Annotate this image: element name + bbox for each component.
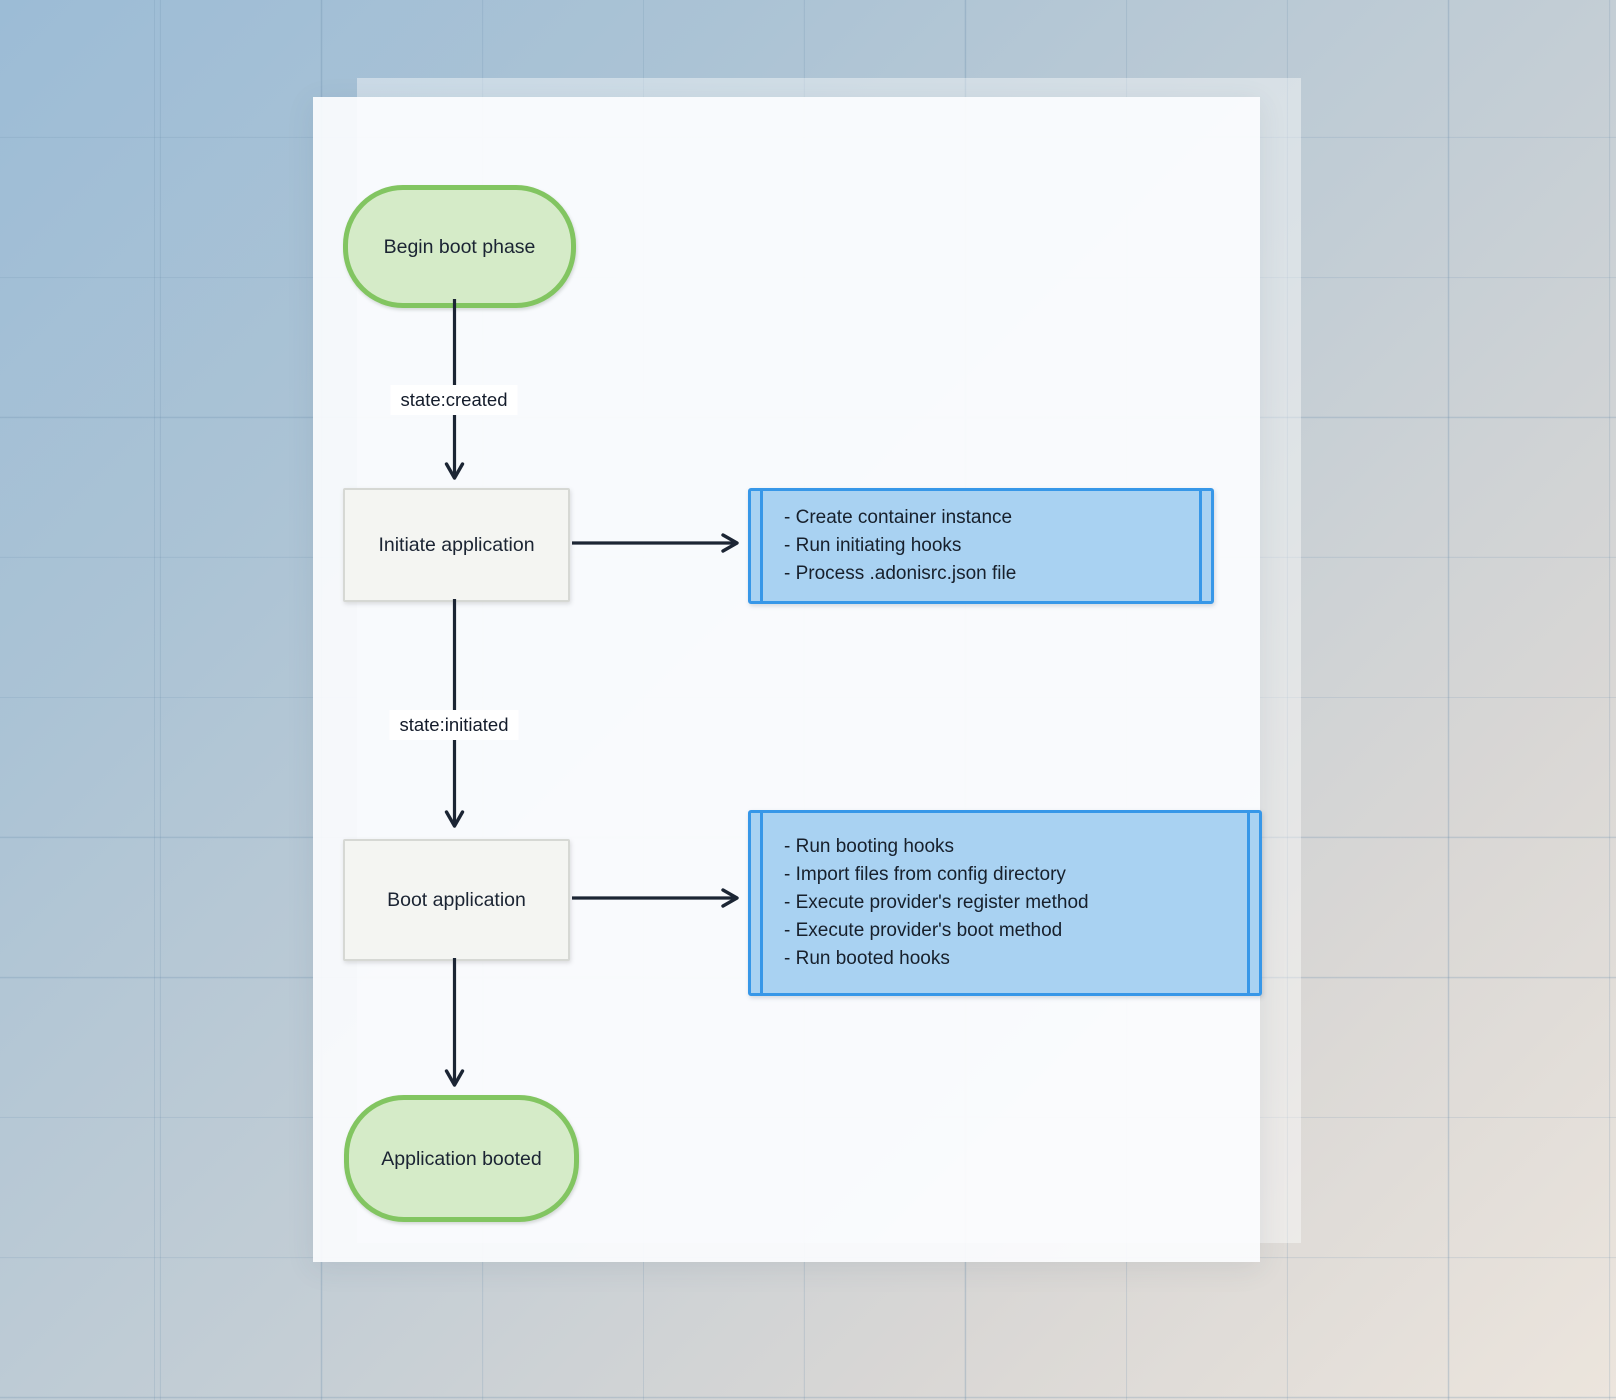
task-item: - Run initiating hooks	[784, 535, 962, 556]
task-item: - Run booting hooks	[784, 836, 955, 857]
task-box-initiate-steps: - Create container instance - Run initia…	[748, 488, 1214, 604]
task-item: - Execute provider's register method	[784, 892, 1089, 913]
arrow-boot-to-tasks	[572, 888, 739, 908]
node-label: Begin boot phase	[383, 235, 536, 258]
node-boot-application: Boot application	[343, 839, 570, 961]
task-item: - Process .adonisrc.json file	[784, 563, 1017, 584]
task-item: - Import files from config directory	[784, 864, 1066, 885]
arrow-initiate-to-tasks	[572, 533, 739, 553]
node-label: Initiate application	[378, 534, 535, 556]
page-card: Begin boot phase state:created Initiate …	[313, 97, 1262, 1262]
node-application-booted: Application booted	[344, 1095, 579, 1222]
edge-label-state-initiated: state:initiated	[389, 710, 519, 740]
arrow-boot-to-booted	[444, 958, 465, 1087]
task-box-boot-steps: - Run booting hooks - Import files from …	[748, 810, 1262, 996]
node-label: Boot application	[387, 889, 526, 911]
task-item: - Run booted hooks	[784, 948, 950, 969]
node-label: Application booted	[381, 1147, 542, 1170]
node-initiate-application: Initiate application	[343, 488, 570, 602]
edge-label-state-created: state:created	[390, 385, 518, 415]
node-begin-boot-phase: Begin boot phase	[343, 185, 576, 308]
task-item: - Create container instance	[784, 507, 1013, 528]
task-item: - Execute provider's boot method	[784, 920, 1063, 941]
